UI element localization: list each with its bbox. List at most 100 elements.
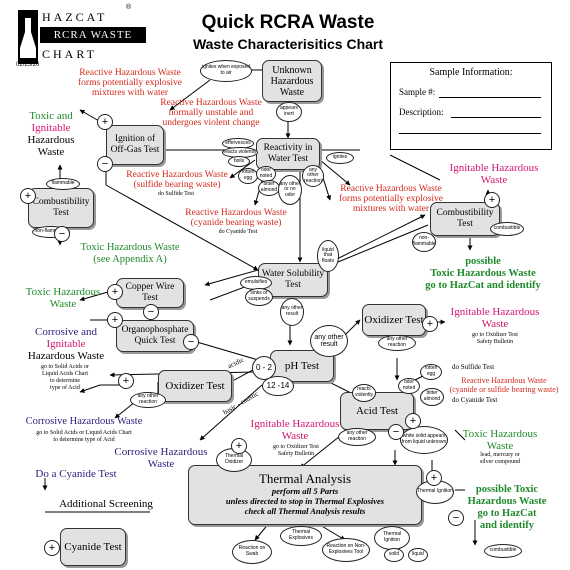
combustibility-test-left-box: Combustibility Test [28, 188, 94, 228]
oval-rotten-egg-right: rotten egg [420, 364, 442, 380]
result-ignitable-right: Ignitable Hazardous Waste [444, 162, 544, 186]
plus-circle-ignition: + [97, 114, 113, 130]
minus-circle-copper: − [143, 304, 159, 320]
oval-any-other-result-big: any other result [310, 325, 348, 357]
result-ignitable-thermal: Ignitable Hazardous Waste [240, 418, 350, 442]
oval-liquid: liquid [408, 548, 428, 562]
plus-circle-acid: + [405, 413, 421, 429]
oval-bitter-almond: bitter almond [258, 180, 280, 196]
result-toxic-left: Toxic Hazardous Waste [18, 286, 108, 310]
oval-appears-inert: appears inert [276, 102, 302, 122]
result-line: to determine type of Acid [53, 437, 115, 443]
result-line: Reactive Hazardous Waste [160, 98, 262, 108]
result-reactive-top-2: Reactive Hazardous Waste normally unstab… [138, 98, 284, 128]
oval-reaction-non-explosives: Reaction on Non-Explosives Tool [322, 538, 370, 562]
result-line: Waste [147, 458, 175, 470]
plus-circle-combustibility-right: + [484, 192, 500, 208]
thermal-analysis-line-1: perform all 5 Parts [271, 486, 339, 496]
result-line: Corrosive Hazardous [114, 446, 208, 458]
minus-circle-organophosphate: − [183, 334, 199, 350]
result-line: (cyanide bearing waste) [190, 218, 282, 228]
plus-circle-cyanide: + [44, 540, 60, 556]
result-line: possible Toxic [475, 484, 539, 495]
result-line: Hazardous [27, 134, 75, 146]
combustibility-test-right-box: Combustibility Test [430, 202, 500, 236]
plus-circle-thermal-oxidizer: + [231, 438, 247, 454]
result-line: go to Solid Acids or [40, 364, 89, 370]
result-line: forms potentially explosive [78, 78, 182, 88]
result-possible-toxic-right: possible Toxic Hazardous Waste go to Haz… [408, 256, 558, 292]
oval-sinks-suspends: sinks or suspends [245, 288, 273, 306]
result-line: go to Oxidizer Test [472, 332, 518, 338]
ignition-off-gas-test-box: Ignition of Off-Gas Test [106, 125, 164, 165]
oval-ignites-top: ignites [326, 152, 354, 164]
thermal-analysis-box: Thermal Analysis perform all 5 Parts unl… [188, 465, 422, 525]
minus-circle-acid: − [388, 424, 404, 440]
oxidizer-test-right-box: Oxidizer Test [362, 304, 426, 336]
cyanide-test-box: Cyanide Test [60, 528, 126, 566]
oval-rotten-egg: rotten egg [238, 168, 258, 184]
oval-ignites-exposed: ignites when exposed to air [200, 60, 252, 82]
additional-screening-label: Additional Screening [50, 498, 162, 510]
logo-line-3: CHART [42, 47, 97, 61]
minus-circle-thermal-ignition: − [448, 510, 464, 526]
flask-shape-icon [20, 18, 36, 58]
result-ignitable-oxidizer-right: Ignitable Hazardous Waste [440, 306, 550, 330]
oval-any-other-reaction-top: any other reaction [302, 165, 324, 187]
reactivity-water-test-box: Reactivity in Water Test [256, 138, 320, 170]
result-line: Reactive Hazardous Waste [185, 208, 287, 218]
oval-any-other-result-mid: any other result [280, 298, 304, 326]
oval-reacts-violently-acid: reacts violently [352, 384, 376, 402]
oval-thermal-ignition-bottom: Thermal Ignition [374, 526, 410, 550]
result-line: mixtures with water [92, 88, 168, 98]
result-line: Toxic and [29, 110, 73, 122]
result-line: Reactive Hazardous Waste [79, 68, 181, 78]
result-line: Toxic Hazardous [462, 428, 538, 440]
result-line: Reactive Hazardous Waste [126, 170, 228, 180]
plus-circle-oxidizer-left: + [118, 373, 134, 389]
result-toxic-acid-right: Toxic Hazardous Waste [450, 428, 550, 452]
result-do-sulfide-right: do Sulfide Test [452, 363, 495, 371]
logo-reg-mark: ® [126, 4, 132, 11]
sample-number-field[interactable] [439, 97, 541, 98]
oval-thermal-oxidizer: Thermal Oxidizer [216, 448, 252, 472]
sample-number-label: Sample #: [399, 87, 436, 97]
oval-odor-noted-right: odor noted [398, 378, 420, 394]
result-possible-toxic-bottom: possible Toxic Hazardous Waste go to Haz… [454, 484, 560, 532]
result-line: go to Solid Acids or Liquid Acids Chart [36, 430, 132, 436]
result-corrosive-ignitable-note: go to Solid Acids or Liquid Acids Chart … [30, 364, 100, 392]
result-line: go to HazCat and identify [425, 280, 541, 291]
oval-any-other-reaction-acid: any other reaction [338, 428, 376, 446]
result-line: Hazardous Waste [467, 496, 547, 507]
result-line: Safety Bulletin [476, 339, 514, 345]
result-line: and identify [480, 520, 534, 531]
description-field-line-2[interactable] [399, 133, 541, 134]
result-corrosive-ignitable: Corrosive and Ignitable Hazardous Waste [18, 326, 114, 362]
description-label: Description: [399, 107, 444, 117]
result-corrosive-mid: Corrosive Hazardous Waste [106, 446, 216, 470]
oval-any-other-reaction-oxidizer-left: any other reaction [130, 392, 166, 408]
oval-flammable-left: flammable [46, 178, 80, 190]
oval-ph-high: 12 -14 [262, 376, 294, 396]
result-line: undergoes violent change [162, 118, 260, 128]
oval-solid: solid [384, 548, 404, 562]
result-line: Waste [49, 298, 77, 310]
oval-combustible-right: combustible [490, 222, 524, 236]
result-reactive-mid: Reactive Hazardous Waste forms potential… [322, 184, 460, 214]
result-do-cyanide-test: Do a Cyanide Test [35, 468, 117, 480]
result-line: Waste [481, 318, 509, 330]
oval-white-solid: white solid appears from liquid unknown [400, 426, 448, 454]
result-toxic-ignitable: Toxic and Ignitable Hazardous Waste [16, 110, 86, 158]
result-ignitable-oxidizer-note: go to Oxidizer Test Safety Bulletin [450, 332, 540, 346]
description-field[interactable] [451, 117, 541, 118]
result-line: Waste [486, 440, 514, 452]
result-line: Hazardous Waste [27, 350, 105, 362]
oval-boils: boils [228, 156, 250, 167]
oval-thermal-explosives: Thermal Explosives [280, 526, 322, 546]
plus-circle-thermal-ignition: + [426, 470, 442, 486]
plus-circle-organophosphate: + [107, 312, 123, 328]
result-corrosive-left: Corrosive Hazardous Waste [25, 416, 143, 427]
thermal-analysis-line-3: check all Thermal Analysis results [244, 506, 366, 516]
thermal-analysis-title: Thermal Analysis [258, 471, 352, 486]
result-line: (cyanide or sulfide bearing waste) [449, 385, 559, 394]
